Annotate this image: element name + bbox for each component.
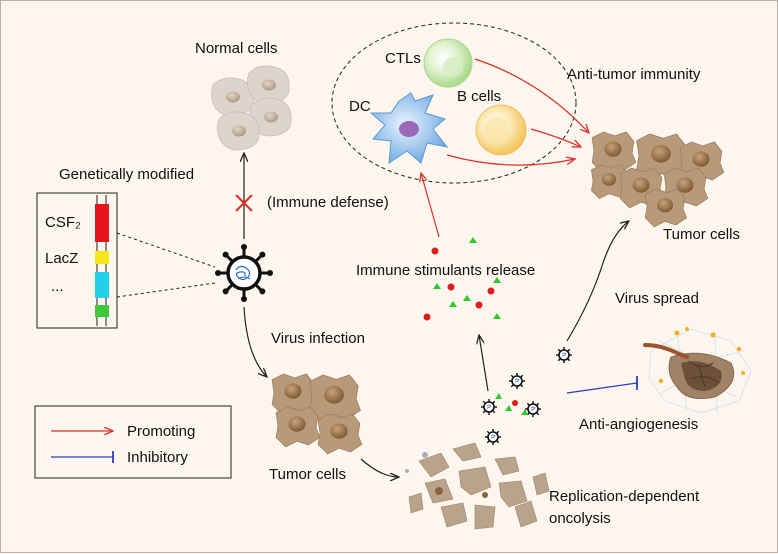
ctls-label: CTLs xyxy=(385,50,421,67)
tumor-cells-bottom-cluster xyxy=(271,373,363,455)
ctl-cell xyxy=(423,38,473,88)
tumor-cells-right-cluster xyxy=(591,131,725,228)
inhibitory-line xyxy=(566,382,638,394)
gene-connector-top xyxy=(116,232,216,268)
normal-cells-label: Normal cells xyxy=(195,40,278,57)
blocked-x-icon xyxy=(235,194,253,212)
anti-angiogenesis-label: Anti-angiogenesis xyxy=(579,416,698,433)
tumor-to-lysis-arrow xyxy=(360,458,399,477)
tumor-cells-bottom-label: Tumor cells xyxy=(269,466,346,483)
dc-to-tumor-arrow xyxy=(446,154,575,166)
gene-label-csf2: CSF₂ xyxy=(45,214,81,231)
genetically-modified-label: Genetically modified xyxy=(59,166,194,183)
ctl-to-tumor-arrow xyxy=(474,58,589,133)
gene-connector-bottom xyxy=(116,282,216,298)
normal-cells-cluster xyxy=(210,65,292,151)
oncolysis-debris xyxy=(405,442,550,530)
bcell-to-tumor-arrow xyxy=(530,128,581,147)
stimulants-to-immune-arrow xyxy=(421,173,440,238)
virus-spread-arrow xyxy=(566,221,629,342)
tumor-vasculature xyxy=(643,327,752,414)
gene-label-lacz: LacZ xyxy=(45,250,78,267)
oncolytic-virus-icon xyxy=(215,244,273,302)
anti-tumor-immunity-label: Anti-tumor immunity xyxy=(567,66,701,83)
replication-label-line2: oncolysis xyxy=(549,510,611,527)
b-cell xyxy=(475,104,527,156)
virus-spread-label: Virus spread xyxy=(615,290,699,307)
progeny-viruses xyxy=(480,346,573,446)
gene-label-ellipsis: ... xyxy=(51,278,64,295)
gene-insert-box xyxy=(36,192,118,329)
virus-infection-label: Virus infection xyxy=(271,330,365,347)
legend-promoting-label: Promoting xyxy=(127,423,195,440)
gene-block-csf2 xyxy=(95,204,109,242)
gene-block-other xyxy=(95,272,109,298)
b-cells-label: B cells xyxy=(457,88,501,105)
virus-infection-arrow xyxy=(243,306,267,377)
dc-label: DC xyxy=(349,98,371,115)
dendritic-cell xyxy=(369,92,449,164)
legend-box xyxy=(34,405,232,479)
immune-stimulants-label: Immune stimulants release xyxy=(356,262,535,279)
immune-defense-label: (Immune defense) xyxy=(267,194,389,211)
lysis-to-stimulants-arrow xyxy=(479,335,489,392)
legend-inhibitory-label: Inhibitory xyxy=(127,449,188,466)
immune-cells-ellipse xyxy=(331,22,577,184)
tumor-cells-right-label: Tumor cells xyxy=(663,226,740,243)
lysis-stimulants xyxy=(495,393,528,415)
gene-block-lacz xyxy=(95,251,109,264)
gene-block-green xyxy=(95,305,109,317)
immune-stimulants-cluster xyxy=(423,237,501,321)
replication-label-line1: Replication-dependent xyxy=(549,488,700,505)
